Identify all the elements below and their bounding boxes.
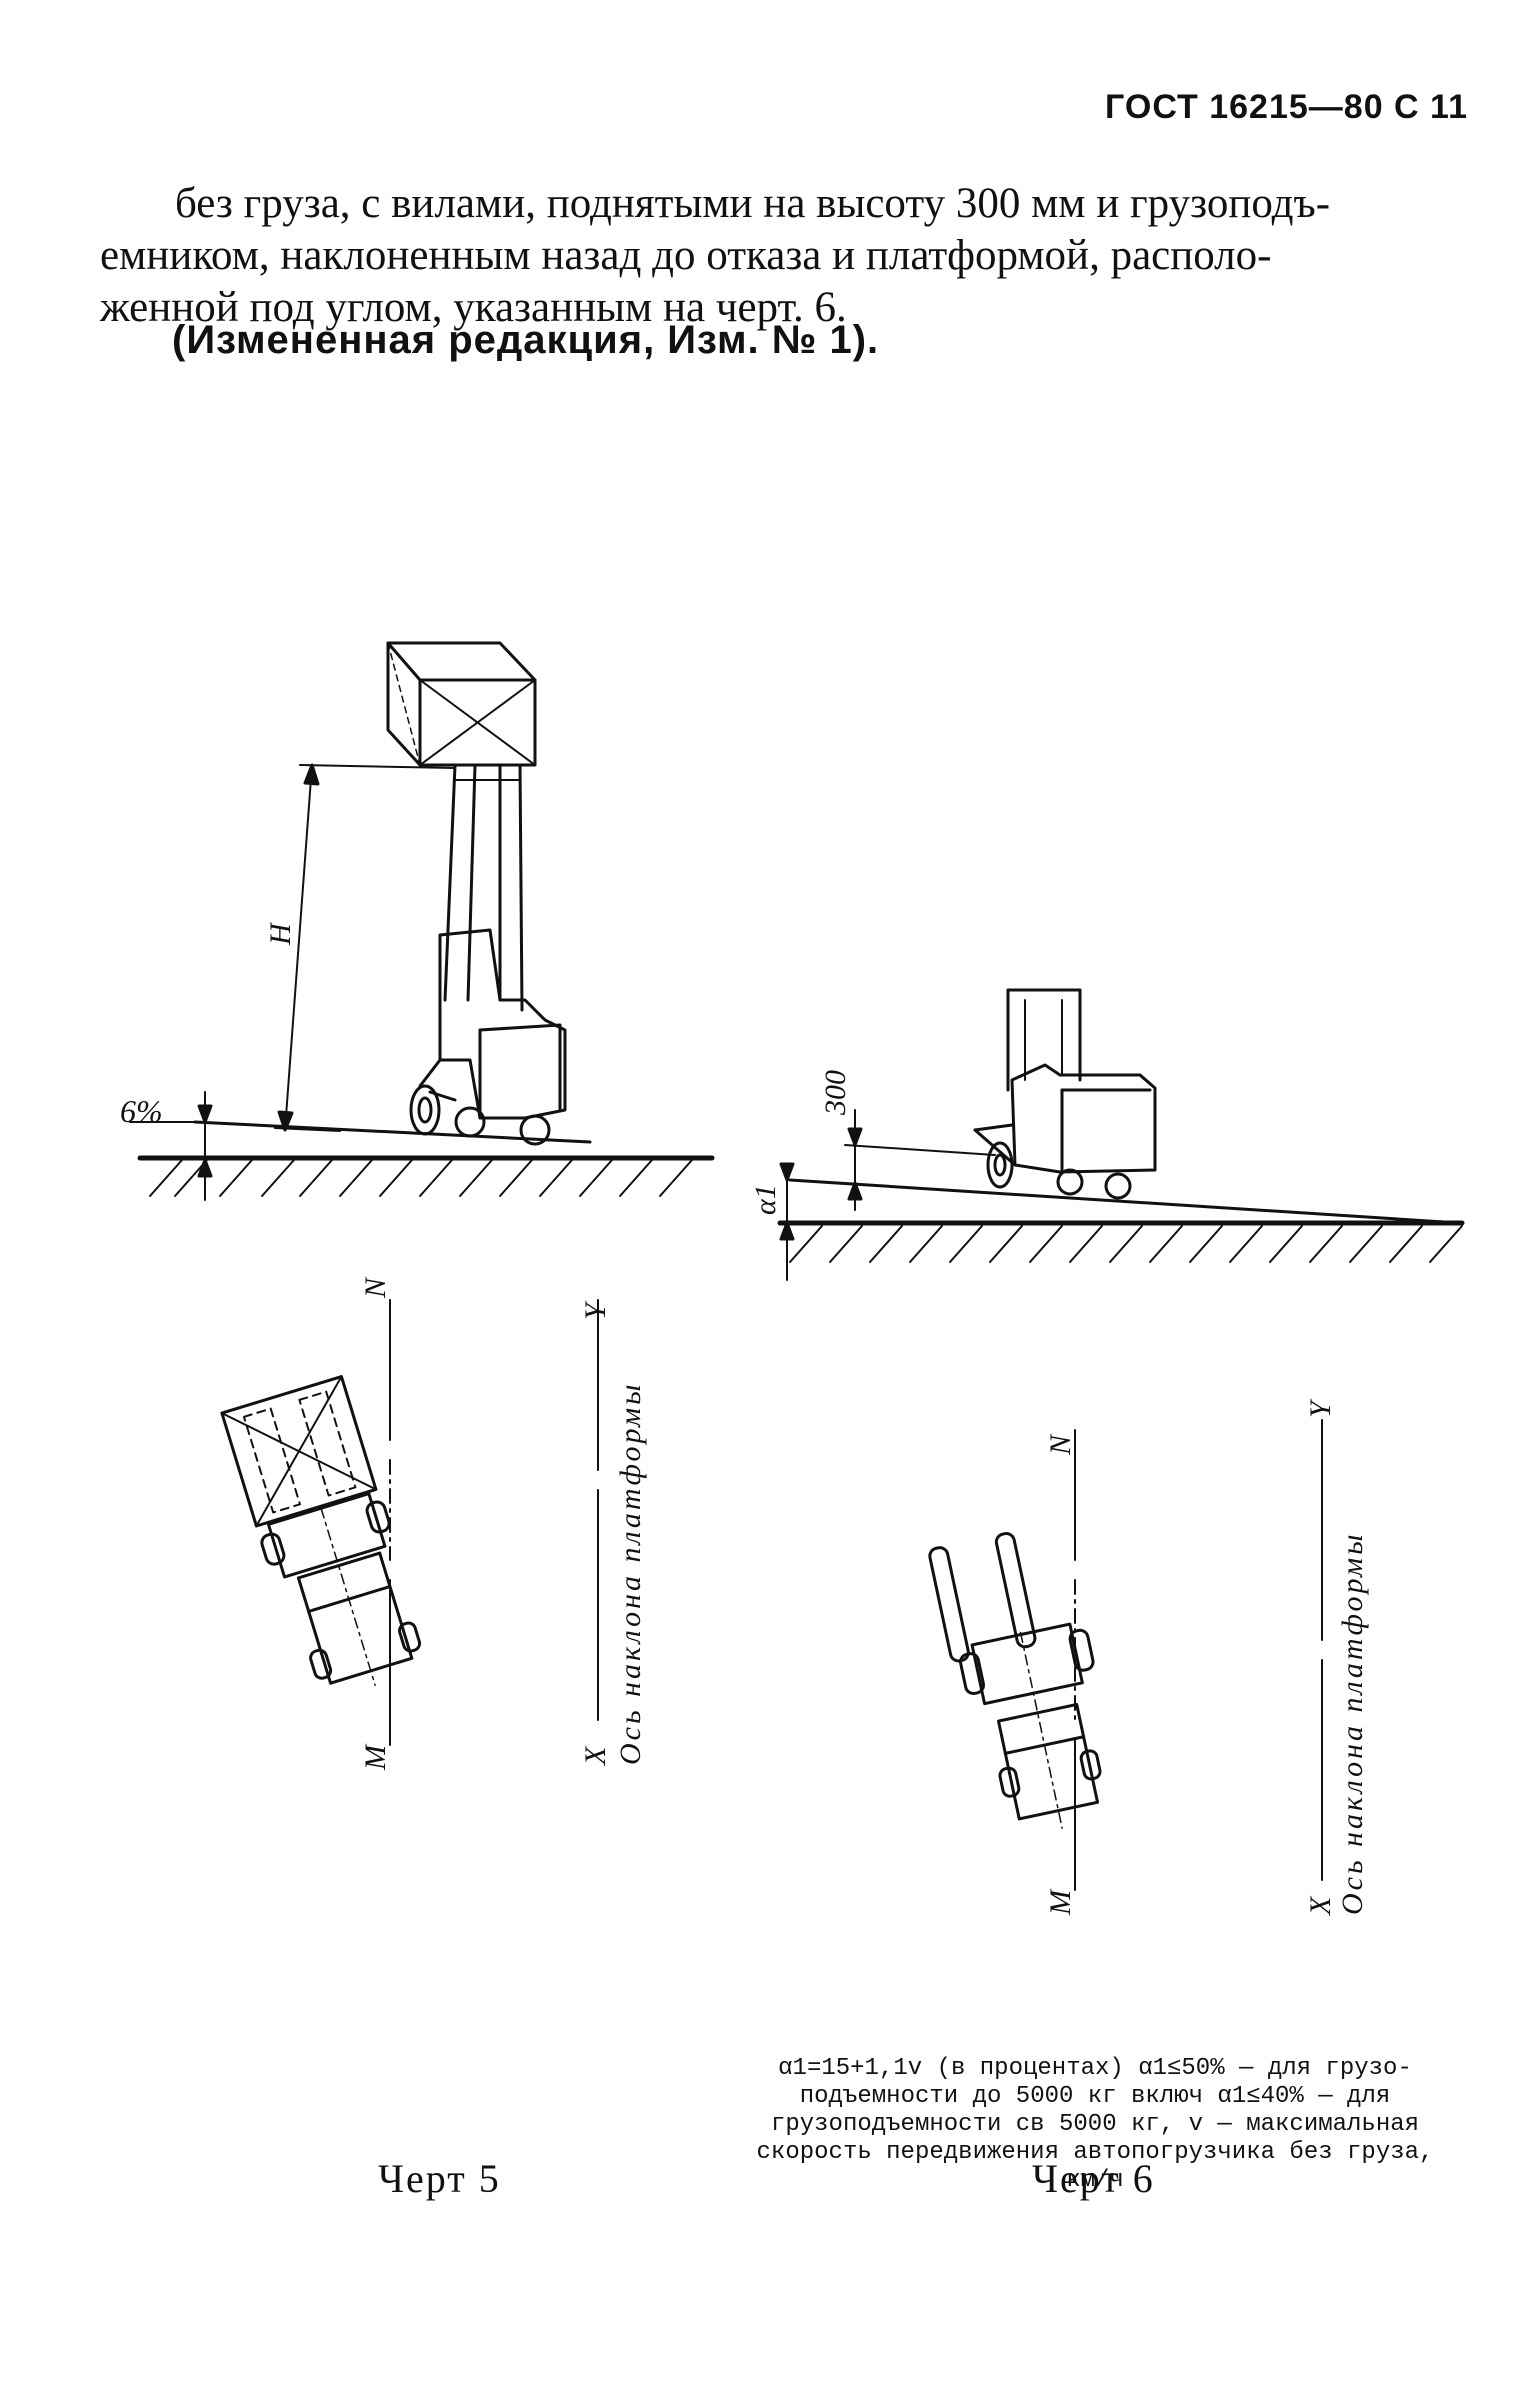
axis-label-y: Y [579, 1300, 612, 1320]
ground-hatching [149, 1159, 693, 1197]
axis-label-x: X [1304, 1895, 1337, 1916]
body-paragraph: без груза, с вилами, поднятыми на высоту… [100, 178, 1470, 334]
axis-caption: Ось наклона платформы [1336, 1532, 1369, 1915]
amendment-note: (Измененная редакция, Изм. № 1). [172, 318, 880, 362]
formula-line: км/ч [1066, 2167, 1124, 2194]
paragraph-line: женной под углом, указанным на черт. 6. [100, 284, 847, 331]
figure5-caption: Черт 5 [378, 2156, 501, 2201]
figure6-side-view [777, 988, 1465, 1281]
figure5-plan-view [220, 1299, 599, 1746]
page-header: ГОСТ 16215—80 С 11 [1105, 88, 1468, 126]
formula-line: α1=15+1,1v (в процентах) α1≤50% — для гр… [778, 2055, 1412, 2082]
axis-label-n: N [1044, 1433, 1077, 1456]
paragraph-line: емником, наклоненным назад до отказа и п… [100, 232, 1272, 279]
axis-label-m: M [359, 1743, 392, 1771]
figure6-caption: Черт 6 [1032, 2156, 1155, 2201]
angle-label-alpha1: α1 [749, 1184, 782, 1215]
height-label-h: H [264, 921, 297, 946]
formula-note: α1=15+1,1v (в процентах) α1≤50% — для гр… [720, 2055, 1470, 2195]
figure6-plan-view [928, 1419, 1323, 1891]
axis-label-m: M [1044, 1888, 1077, 1916]
slope-label: 6% [120, 1093, 163, 1129]
axis-label-y: Y [1304, 1398, 1337, 1418]
axis-label-x: X [579, 1745, 612, 1766]
height-label-300: 300 [819, 1070, 852, 1116]
paragraph-line: без груза, с вилами, поднятыми на высоту… [175, 180, 1331, 227]
figure5-side-view [129, 641, 715, 1201]
formula-line: скорость передвижения автопогрузчика без… [756, 2139, 1434, 2166]
formula-line: грузоподъемности св 5000 кг, v — максима… [770, 2111, 1420, 2138]
ground-hatching [789, 1225, 1463, 1263]
formula-line: подъемности до 5000 кг включ α1≤40% — дл… [799, 2083, 1391, 2110]
axis-caption: Ось наклона платформы [614, 1382, 647, 1765]
axis-label-n: N [359, 1276, 392, 1299]
